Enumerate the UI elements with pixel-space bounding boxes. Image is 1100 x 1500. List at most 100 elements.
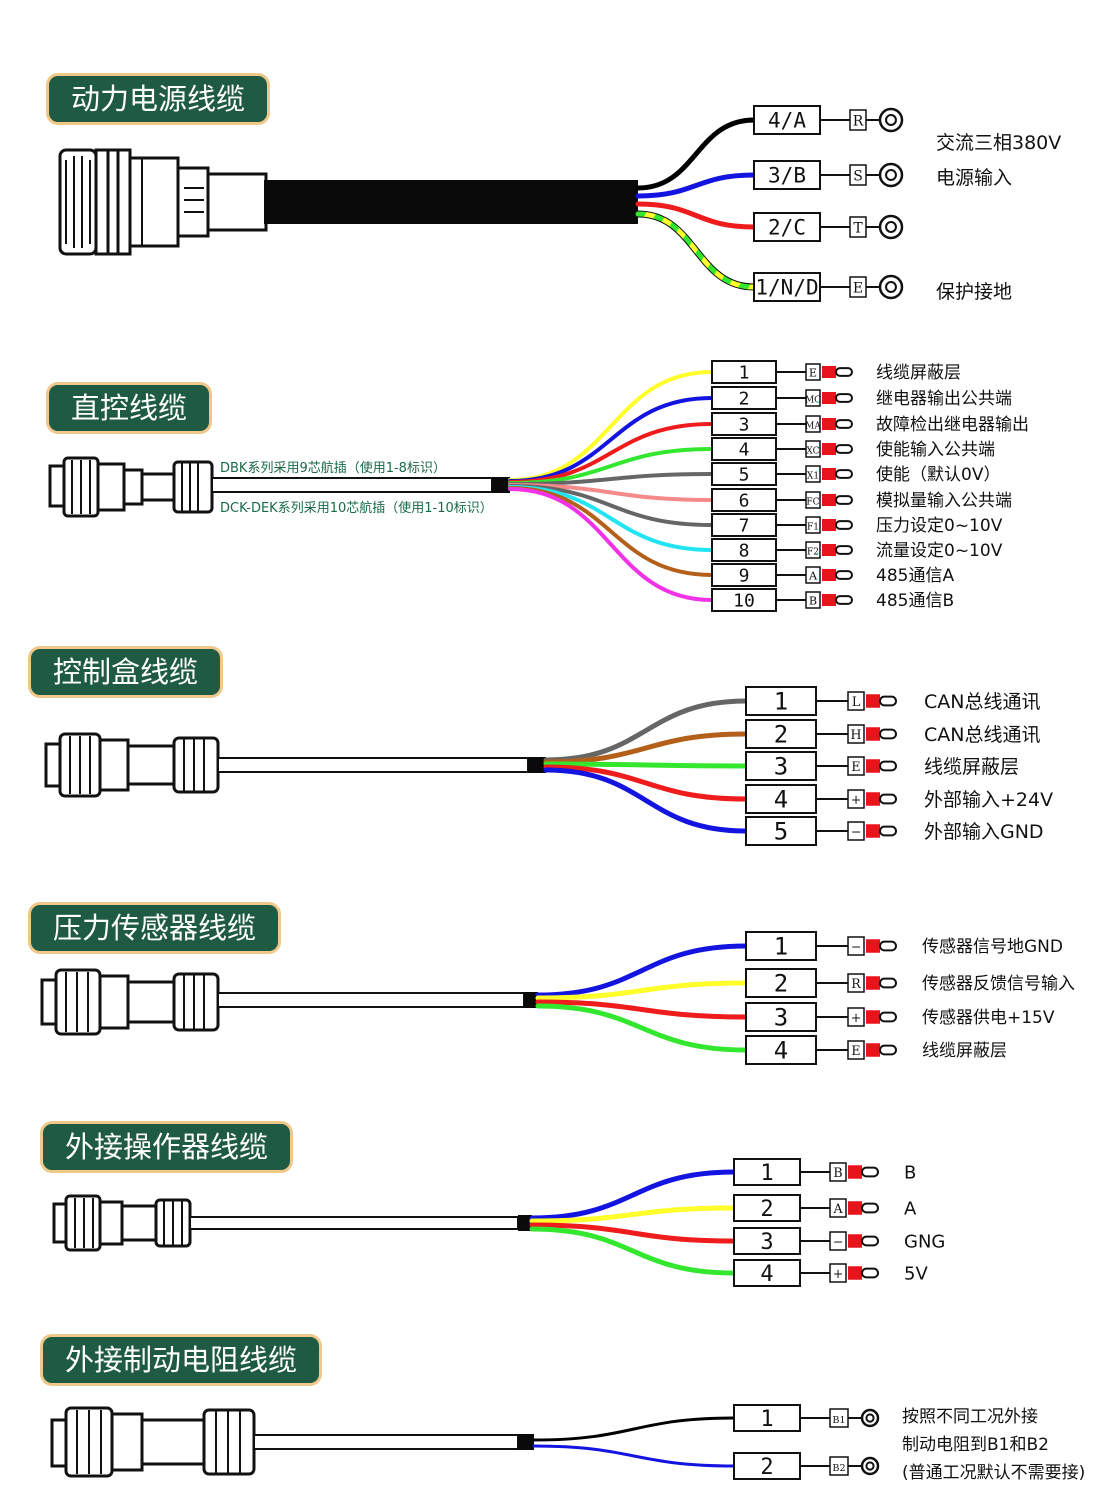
wire bbox=[635, 211, 757, 290]
wire-number: 1/N/D bbox=[755, 276, 818, 300]
wire-number: 4/A bbox=[768, 109, 806, 133]
pin-sleeve bbox=[822, 392, 836, 404]
wire-number: 2 bbox=[760, 1197, 773, 1222]
pin-sleeve bbox=[822, 366, 836, 378]
wire-function-label: 使能输入公共端 bbox=[876, 439, 995, 460]
pin-terminal-icon bbox=[879, 793, 897, 805]
wire-function-label: B bbox=[904, 1162, 916, 1183]
wire-function-label: 电源输入 bbox=[936, 167, 1012, 189]
pin-sleeve bbox=[866, 694, 880, 708]
pin-sleeve bbox=[822, 418, 836, 430]
pin-terminal-icon bbox=[879, 728, 897, 740]
wire bbox=[535, 980, 749, 1001]
wire-number: 2/C bbox=[768, 216, 806, 240]
wire bbox=[535, 999, 749, 1020]
pin-terminal-icon bbox=[835, 595, 853, 605]
wire bbox=[543, 761, 749, 769]
wire bbox=[529, 1169, 737, 1221]
terminal-code-box bbox=[847, 936, 865, 956]
wire bbox=[543, 698, 749, 763]
control-box-connector bbox=[44, 732, 546, 798]
power-connector bbox=[58, 148, 638, 256]
pin-sleeve bbox=[822, 494, 836, 506]
wire-function-label: 使能（默认0V） bbox=[876, 464, 1000, 485]
pressure-sensor-connector bbox=[40, 968, 538, 1036]
terminal-code-box bbox=[805, 389, 821, 407]
terminal-code: + bbox=[833, 1266, 844, 1281]
terminal-code-box bbox=[847, 1040, 865, 1060]
wire-function-label: 485通信A bbox=[876, 566, 954, 586]
wire-function-label: 传感器反馈信号输入 bbox=[922, 974, 1075, 994]
terminal-code: R bbox=[853, 114, 864, 130]
brake-note-line-1: 按照不同工况外接 bbox=[902, 1407, 1038, 1427]
pin-terminal-icon bbox=[835, 444, 853, 454]
ring-terminal-hole bbox=[885, 114, 897, 126]
terminal-code: MA bbox=[805, 421, 821, 431]
pin-sleeve bbox=[848, 1201, 862, 1215]
pin-sleeve bbox=[866, 1043, 880, 1057]
wire-number: 4 bbox=[774, 1037, 788, 1065]
terminal-code: + bbox=[851, 1010, 862, 1025]
terminal-code: H bbox=[851, 727, 862, 742]
direct-control-connector bbox=[48, 456, 510, 518]
pin-terminal-icon bbox=[835, 367, 853, 377]
terminal-code-box bbox=[847, 821, 865, 841]
terminal-code-box bbox=[805, 363, 821, 381]
pin-sleeve bbox=[822, 443, 836, 455]
terminal-code: XC bbox=[806, 446, 819, 456]
wire-number: 3 bbox=[774, 1004, 788, 1032]
pin-sleeve bbox=[866, 727, 880, 741]
pin-sleeve bbox=[848, 1165, 862, 1179]
wire-number-box bbox=[745, 1002, 817, 1032]
terminal-code-box bbox=[805, 516, 821, 534]
terminal-code-box bbox=[847, 973, 865, 993]
pin-sleeve bbox=[866, 976, 880, 990]
wire-number: 4 bbox=[774, 786, 788, 814]
pin-terminal-icon bbox=[861, 1166, 879, 1178]
brake-resistor-connector bbox=[50, 1406, 534, 1478]
ring-terminal-hole bbox=[865, 1461, 875, 1471]
wire-function-label: 传感器供电+15V bbox=[922, 1008, 1055, 1028]
brake-note-line-2: 制动电阻到B1和B2 bbox=[902, 1435, 1049, 1455]
terminal-code-box bbox=[805, 415, 821, 433]
wire bbox=[529, 1222, 737, 1244]
terminal-code-box bbox=[805, 541, 821, 559]
wire bbox=[508, 485, 714, 552]
wire-number: 3 bbox=[760, 1230, 773, 1255]
wire-number-box bbox=[733, 1158, 801, 1186]
external-operator-connector bbox=[52, 1194, 532, 1252]
wire-number: 1 bbox=[774, 688, 788, 716]
wire bbox=[508, 487, 714, 602]
terminal-code-box bbox=[829, 1162, 847, 1182]
section-title-external-operator: 外接操作器线缆 bbox=[40, 1121, 294, 1173]
wire-number: 3 bbox=[774, 753, 788, 781]
wire-function-label: 继电器输出公共端 bbox=[876, 389, 1012, 409]
pin-terminal-icon bbox=[861, 1235, 879, 1247]
terminal-code-box bbox=[805, 440, 821, 458]
pin-sleeve bbox=[822, 468, 836, 480]
terminal-code: B1 bbox=[832, 1415, 845, 1426]
wire-number-box bbox=[753, 105, 821, 135]
wire-function-label: 压力设定0~10V bbox=[876, 516, 1003, 536]
wire-number-box bbox=[745, 751, 817, 781]
wire-function-label: 线缆屏蔽层 bbox=[924, 756, 1019, 778]
pin-terminal-icon bbox=[835, 495, 853, 505]
wire-number-box bbox=[753, 272, 821, 302]
wire-function-label: GNG bbox=[904, 1231, 945, 1252]
wire-number-box bbox=[745, 784, 817, 814]
ring-terminal-hole bbox=[885, 281, 897, 293]
wire-function-label: 交流三相380V bbox=[936, 132, 1061, 154]
wire bbox=[508, 472, 714, 486]
pin-terminal-icon bbox=[879, 1044, 897, 1056]
terminal-code-box bbox=[847, 789, 865, 809]
wire bbox=[535, 943, 749, 998]
terminal-code: A bbox=[832, 1201, 843, 1216]
wire bbox=[635, 172, 757, 199]
wire-number-box bbox=[745, 931, 817, 961]
wire-number: 5 bbox=[739, 464, 750, 485]
wire-number: 4 bbox=[739, 439, 750, 460]
terminal-code-box bbox=[805, 465, 821, 483]
pin-terminal-icon bbox=[861, 1202, 879, 1214]
pin-sleeve bbox=[848, 1234, 862, 1248]
terminal-code: E bbox=[851, 1043, 860, 1058]
